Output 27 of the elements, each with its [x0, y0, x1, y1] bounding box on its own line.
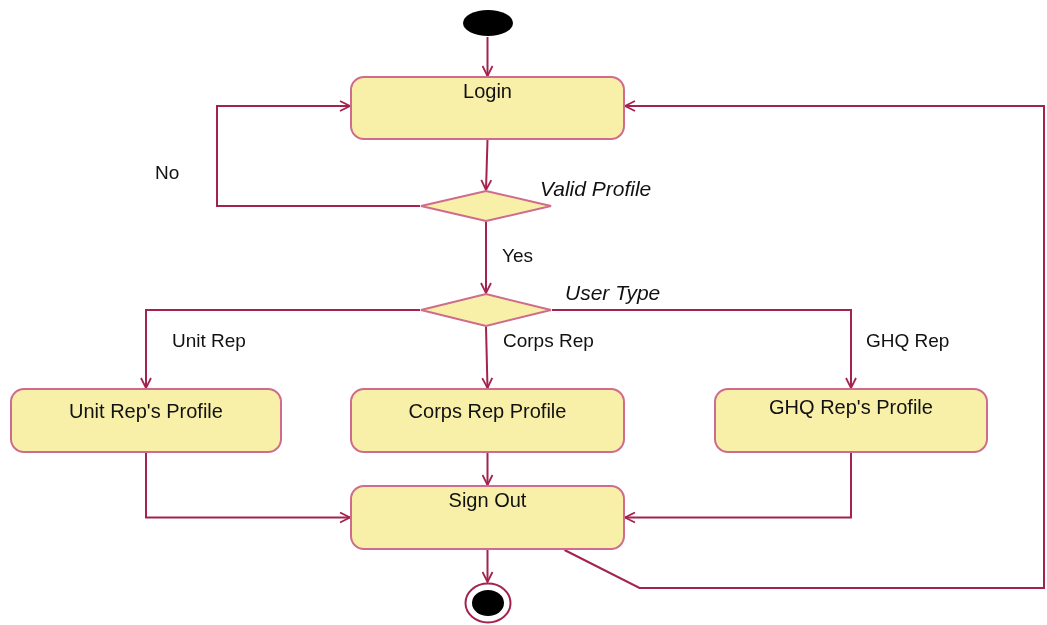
activity-box — [350, 388, 625, 453]
start-node — [461, 9, 514, 37]
activity-label: Corps Rep Profile — [408, 400, 567, 423]
activity-label: Unit Rep's Profile — [69, 400, 223, 423]
arrow — [624, 452, 852, 524]
condition-label: User Type — [565, 281, 661, 305]
activity-box — [10, 388, 282, 453]
activity-label: GHQ Rep's Profile — [769, 396, 933, 419]
arrow — [481, 549, 494, 583]
arrow — [216, 100, 421, 207]
end-node — [463, 582, 512, 624]
arrow — [145, 452, 351, 524]
arrow — [551, 309, 857, 389]
activity-label: Sign Out — [448, 489, 527, 512]
condition-label: Valid Profile — [540, 177, 652, 201]
arrow — [480, 139, 493, 191]
arrow — [563, 100, 1045, 589]
arrow — [481, 36, 494, 77]
arrow — [140, 309, 421, 389]
arrow — [481, 452, 494, 486]
activity-box — [350, 76, 625, 140]
decision-diamond — [420, 293, 552, 327]
activity-box — [350, 485, 625, 550]
arrow — [480, 221, 492, 294]
arrow — [481, 326, 494, 389]
activity-label: Login — [463, 80, 512, 103]
activity-box — [714, 388, 988, 453]
